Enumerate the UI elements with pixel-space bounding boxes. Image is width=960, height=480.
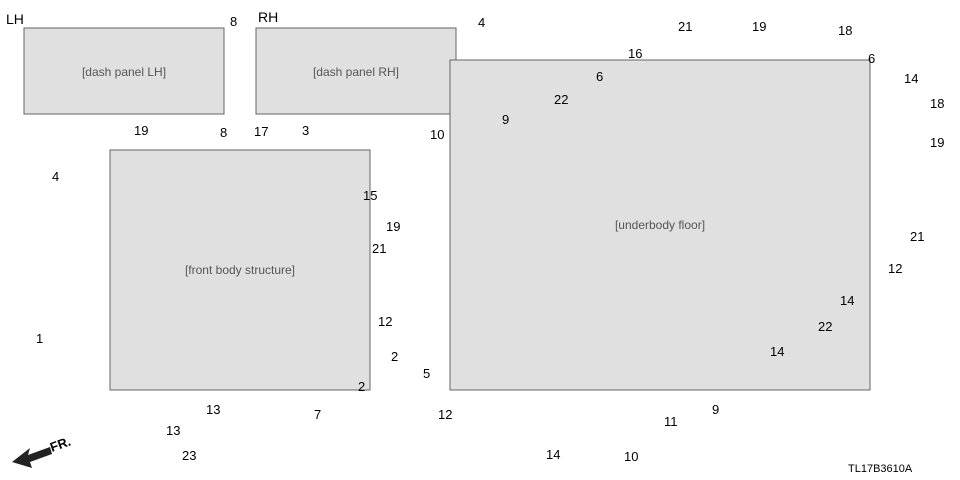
callout-9: 9: [712, 402, 719, 417]
svg-text:[underbody floor]: [underbody floor]: [615, 218, 705, 232]
callout-11: 11: [664, 414, 678, 429]
front-body-image: [front body structure]: [109, 149, 371, 391]
callout-21: 21: [678, 19, 692, 34]
callout-19: 19: [134, 123, 148, 138]
diagram-code: TL17B3610A: [848, 463, 913, 475]
callout-17: 17: [254, 124, 268, 139]
callout-19: 19: [752, 19, 766, 34]
svg-text:[dash panel LH]: [dash panel LH]: [82, 65, 166, 79]
callout-9: 9: [502, 112, 509, 127]
front-direction-arrow-icon: [12, 447, 52, 468]
callout-18: 18: [930, 96, 944, 111]
callout-10: 10: [430, 127, 444, 142]
callout-13: 13: [206, 402, 220, 417]
svg-text:[front body structure]: [front body structure]: [185, 263, 295, 277]
callout-21: 21: [372, 241, 386, 256]
callout-8: 8: [220, 125, 227, 140]
callout-14: 14: [904, 71, 918, 86]
callout-12: 12: [888, 261, 902, 276]
callout-4: 4: [478, 15, 485, 30]
floor-underbody-image: [underbody floor]: [449, 59, 871, 391]
callout-6: 6: [868, 51, 875, 66]
callout-14: 14: [770, 344, 784, 359]
right-hand-header: RH: [258, 9, 278, 25]
callout-14: 14: [546, 447, 560, 462]
callout-21: 21: [910, 229, 924, 244]
callout-22: 22: [818, 319, 832, 334]
callout-4: 4: [52, 169, 59, 184]
callout-2: 2: [358, 379, 365, 394]
callout-18: 18: [838, 23, 852, 38]
left-hand-header: LH: [6, 11, 24, 27]
dash-panel-lh-image: [dash panel LH]: [23, 27, 225, 115]
callout-19: 19: [930, 135, 944, 150]
callout-8: 8: [230, 14, 237, 29]
callout-13: 13: [166, 423, 180, 438]
callout-7: 7: [314, 407, 321, 422]
callout-23: 23: [182, 448, 196, 463]
callout-19: 19: [386, 219, 400, 234]
callout-16: 16: [628, 46, 642, 61]
callout-12: 12: [438, 407, 452, 422]
callout-3: 3: [302, 123, 309, 138]
callout-6: 6: [596, 69, 603, 84]
callout-10: 10: [624, 449, 638, 464]
dash-panel-rh-image: [dash panel RH]: [255, 27, 457, 115]
callout-5: 5: [423, 366, 430, 381]
svg-text:[dash panel RH]: [dash panel RH]: [313, 65, 399, 79]
callout-2: 2: [391, 349, 398, 364]
callout-22: 22: [554, 92, 568, 107]
callout-12: 12: [378, 314, 392, 329]
callout-1: 1: [36, 331, 43, 346]
front-direction-label: FR.: [48, 434, 73, 455]
callout-labels: 1 2 2 3 4 4 5 6 6 7 8 8 9 9 10 10 11 12 …: [36, 14, 944, 464]
callout-14: 14: [840, 293, 854, 308]
callout-15: 15: [363, 188, 377, 203]
